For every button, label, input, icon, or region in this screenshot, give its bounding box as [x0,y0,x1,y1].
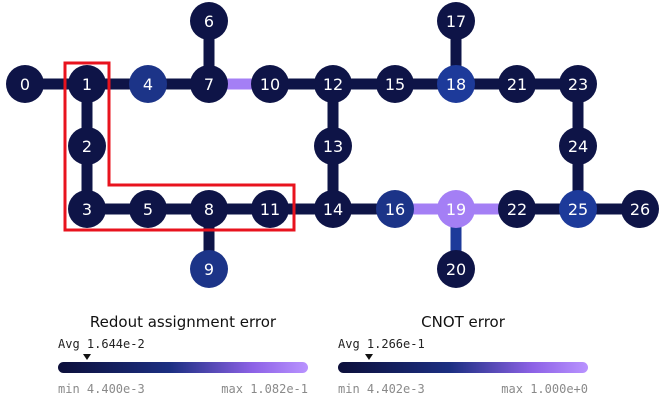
qubit-23-label: 23 [568,75,588,94]
readout-color-scale [58,362,308,373]
cnot-legend-title: CNOT error [421,313,505,331]
qubit-22-label: 22 [507,200,527,219]
qubit-24-node[interactable] [559,127,597,165]
qubit-25-label: 25 [568,200,588,219]
qubit-4-node[interactable] [129,65,167,103]
cnot-color-scale [338,362,588,373]
readout-legend-title: Redout assignment error [89,313,277,331]
qubit-3-node[interactable] [68,190,106,228]
qubit-2-node[interactable] [68,127,106,165]
qubit-20-node[interactable] [437,250,475,288]
qubit-2[interactable]: 2 [68,127,106,165]
highlighted-qubit-path-outline [63,61,296,232]
qubit-16-node[interactable] [376,190,414,228]
qubit-0[interactable]: 0 [6,65,44,103]
qubit-23[interactable]: 23 [559,65,597,103]
qubit-10-label: 10 [260,75,280,94]
qubit-17[interactable]: 17 [437,2,475,40]
qubit-19[interactable]: 19 [437,190,475,228]
qubit-12-label: 12 [323,75,343,94]
qubit-8-label: 8 [204,200,214,219]
qubit-6[interactable]: 6 [190,2,228,40]
qubit-22-node[interactable] [498,190,536,228]
readout-avg-label: Avg 1.644e-2 [58,337,145,351]
qubit-3-label: 3 [82,200,92,219]
qubit-11-node[interactable] [251,190,289,228]
qubit-24-label: 24 [568,137,588,156]
qubit-24[interactable]: 24 [559,127,597,165]
qubit-11-label: 11 [260,200,280,219]
qubit-6-label: 6 [204,12,214,31]
qubit-8-node[interactable] [190,190,228,228]
qubit-5[interactable]: 5 [129,190,167,228]
cnot-max-label: max 1.000e+0 [501,382,588,396]
qubit-20-label: 20 [446,260,466,279]
qubit-0-label: 0 [20,75,30,94]
qubit-25-node[interactable] [559,190,597,228]
qubit-15-label: 15 [385,75,405,94]
qubit-9[interactable]: 9 [190,250,228,288]
qubit-10[interactable]: 10 [251,65,289,103]
qubit-16[interactable]: 16 [376,190,414,228]
qubit-23-node[interactable] [559,65,597,103]
cnot-avg-label: Avg 1.266e-1 [338,337,425,351]
qubit-21-label: 21 [507,75,527,94]
qubit-2-label: 2 [82,137,92,156]
cnot-avg-marker [364,354,373,360]
cnot-error-legend: CNOT error Avg 1.266e-1 min 4.402e-3 max… [338,312,588,396]
qubit-14[interactable]: 14 [314,190,352,228]
qubit-12[interactable]: 12 [314,65,352,103]
qubit-5-node[interactable] [129,190,167,228]
qubit-14-node[interactable] [314,190,352,228]
qubit-20[interactable]: 20 [437,250,475,288]
qubit-17-label: 17 [446,12,466,31]
qubit-7[interactable]: 7 [190,65,228,103]
qubit-10-node[interactable] [251,65,289,103]
qubit-9-node[interactable] [190,250,228,288]
qubit-4[interactable]: 4 [129,65,167,103]
qubit-7-node[interactable] [190,65,228,103]
qubit-4-label: 4 [143,75,153,94]
qubit-9-label: 9 [204,260,214,279]
qubit-18-label: 18 [446,75,466,94]
qubit-3[interactable]: 3 [68,190,106,228]
qubit-7-label: 7 [204,75,214,94]
qubit-19-label: 19 [446,200,466,219]
qubit-15[interactable]: 15 [376,65,414,103]
qubit-15-node[interactable] [376,65,414,103]
qubit-26[interactable]: 26 [621,190,659,228]
qubit-13-label: 13 [323,137,343,156]
qubit-13[interactable]: 13 [314,127,352,165]
qubit-26-label: 26 [630,200,650,219]
qubit-19-node[interactable] [437,190,475,228]
qubit-13-node[interactable] [314,127,352,165]
qubit-16-label: 16 [385,200,405,219]
qubit-14-label: 14 [323,200,343,219]
readout-error-legend: Redout assignment error Avg 1.644e-2 min… [58,312,308,396]
cnot-min-label: min 4.402e-3 [338,382,425,396]
qubit-21[interactable]: 21 [498,65,536,103]
qubit-21-node[interactable] [498,65,536,103]
qubit-8[interactable]: 8 [190,190,228,228]
qubit-25[interactable]: 25 [559,190,597,228]
qubit-22[interactable]: 22 [498,190,536,228]
qubit-18[interactable]: 18 [437,65,475,103]
readout-avg-marker [83,354,92,360]
qubit-0-node[interactable] [6,65,44,103]
qubit-6-node[interactable] [190,2,228,40]
qubit-5-label: 5 [143,200,153,219]
qubit-11[interactable]: 11 [251,190,289,228]
qubit-17-node[interactable] [437,2,475,40]
readout-min-label: min 4.400e-3 [58,382,145,396]
qubit-18-node[interactable] [437,65,475,103]
qubit-1-label: 1 [82,75,92,94]
qubit-12-node[interactable] [314,65,352,103]
qubit-26-node[interactable] [621,190,659,228]
readout-max-label: max 1.082e-1 [221,382,308,396]
qubit-1-node[interactable] [68,65,106,103]
qubit-1[interactable]: 1 [68,65,106,103]
